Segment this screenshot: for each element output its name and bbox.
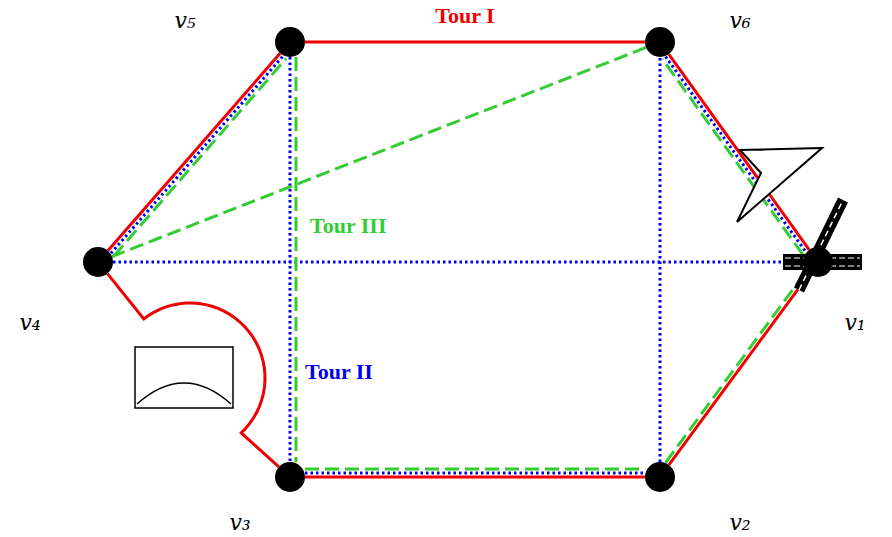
tour-edge bbox=[669, 274, 809, 465]
tour-edge bbox=[305, 476, 645, 479]
tour-edge bbox=[114, 59, 286, 256]
vertex-dot: v₅ bbox=[275, 27, 305, 57]
tour-label: Tour I bbox=[433, 3, 496, 29]
tour-edge bbox=[107, 274, 278, 467]
tour-edge bbox=[112, 47, 646, 256]
vertex-dot: v₄ bbox=[83, 247, 113, 277]
tour-edge bbox=[305, 472, 645, 475]
vertex-label: v₆ bbox=[729, 8, 750, 33]
tour-edge bbox=[659, 57, 662, 462]
vertex-dot: v₃ bbox=[275, 462, 305, 492]
vertex-label: v₄ bbox=[19, 310, 40, 335]
tour-edge bbox=[108, 53, 280, 250]
tour-edge bbox=[666, 272, 806, 463]
tour-label: Tour II bbox=[303, 359, 375, 385]
tour-edge bbox=[305, 41, 645, 44]
vertex-dot: v₆ bbox=[645, 27, 675, 57]
tour-edge bbox=[113, 261, 803, 264]
vertex-label: v₃ bbox=[229, 510, 250, 535]
tour-label: Tour III bbox=[308, 213, 388, 239]
tour-edge bbox=[305, 468, 645, 471]
vertex-label: v₂ bbox=[729, 510, 750, 535]
tour-edge bbox=[295, 57, 298, 462]
vertex-label: v₁ bbox=[844, 310, 865, 335]
railway-crossing-icon bbox=[783, 200, 862, 290]
vertex-label: v₅ bbox=[174, 8, 195, 33]
airplane-icon bbox=[737, 148, 822, 222]
tour-edge bbox=[289, 57, 292, 462]
bridge-icon bbox=[135, 347, 233, 408]
vertex-dot: v₁ bbox=[803, 247, 833, 277]
vertex-dot: v₂ bbox=[645, 462, 675, 492]
